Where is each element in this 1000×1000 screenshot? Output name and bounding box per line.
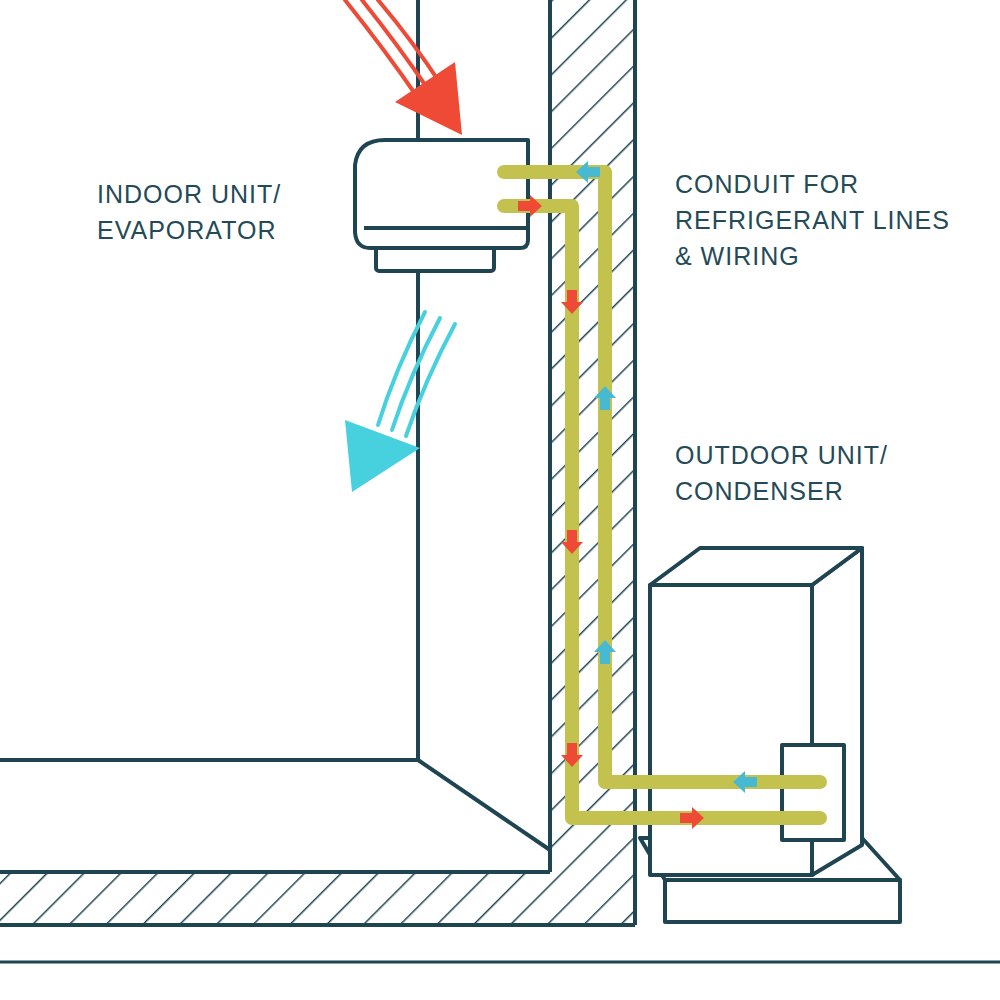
conduit-label: CONDUIT FOR REFRIGERANT LINES & WIRING	[675, 166, 950, 274]
warm-air-arrow	[345, 0, 462, 135]
hot-flow-arrows	[518, 195, 704, 829]
cool-air-arrow	[345, 312, 455, 492]
floor-hatch	[0, 872, 550, 925]
building-outline	[0, 0, 635, 925]
unit-label: OUTDOOR UNIT/ CONDENSER	[675, 437, 950, 509]
ground-line	[0, 961, 1000, 964]
unit-label: INDOOR UNIT/ EVAPORATOR	[97, 176, 347, 248]
outdoor-unit	[650, 548, 862, 875]
